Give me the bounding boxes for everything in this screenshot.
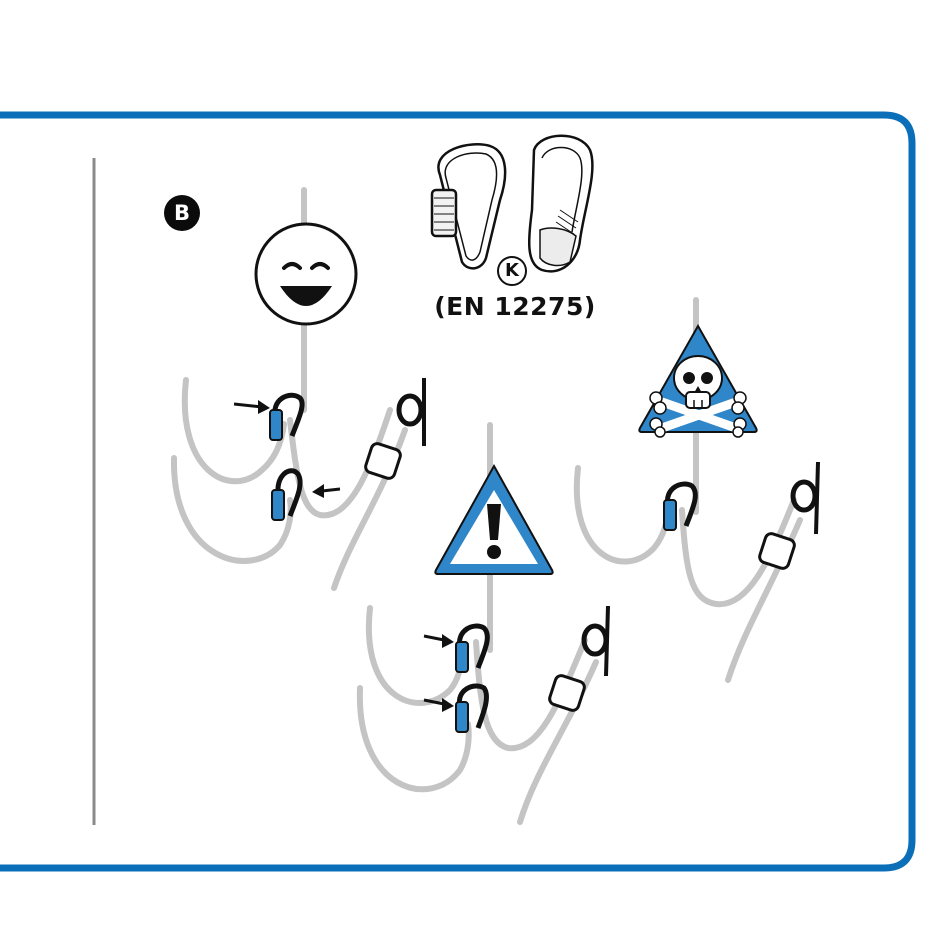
arrow-lower: [312, 484, 340, 498]
arrow-upper: [234, 400, 270, 414]
skull-crossbones-icon: [639, 326, 756, 437]
smiley-face-icon: [256, 224, 356, 324]
carabiner-single: [664, 484, 695, 530]
scene-danger: [577, 300, 818, 680]
scene-correct: [174, 190, 424, 588]
standard-label: (EN 12275): [420, 292, 610, 321]
scene-warning: [360, 425, 608, 822]
carabiner-upper: [456, 626, 487, 672]
arrow-upper: [424, 634, 454, 648]
locking-carabiner-illustration: [432, 144, 505, 268]
carabiner-upper: [270, 395, 302, 440]
rope-knot-device: [364, 378, 424, 480]
triact-carabiner-illustration: [529, 136, 592, 272]
warning-triangle-icon: [435, 466, 552, 574]
section-label-b: B: [164, 195, 200, 231]
k-certification-mark: K: [497, 256, 527, 286]
